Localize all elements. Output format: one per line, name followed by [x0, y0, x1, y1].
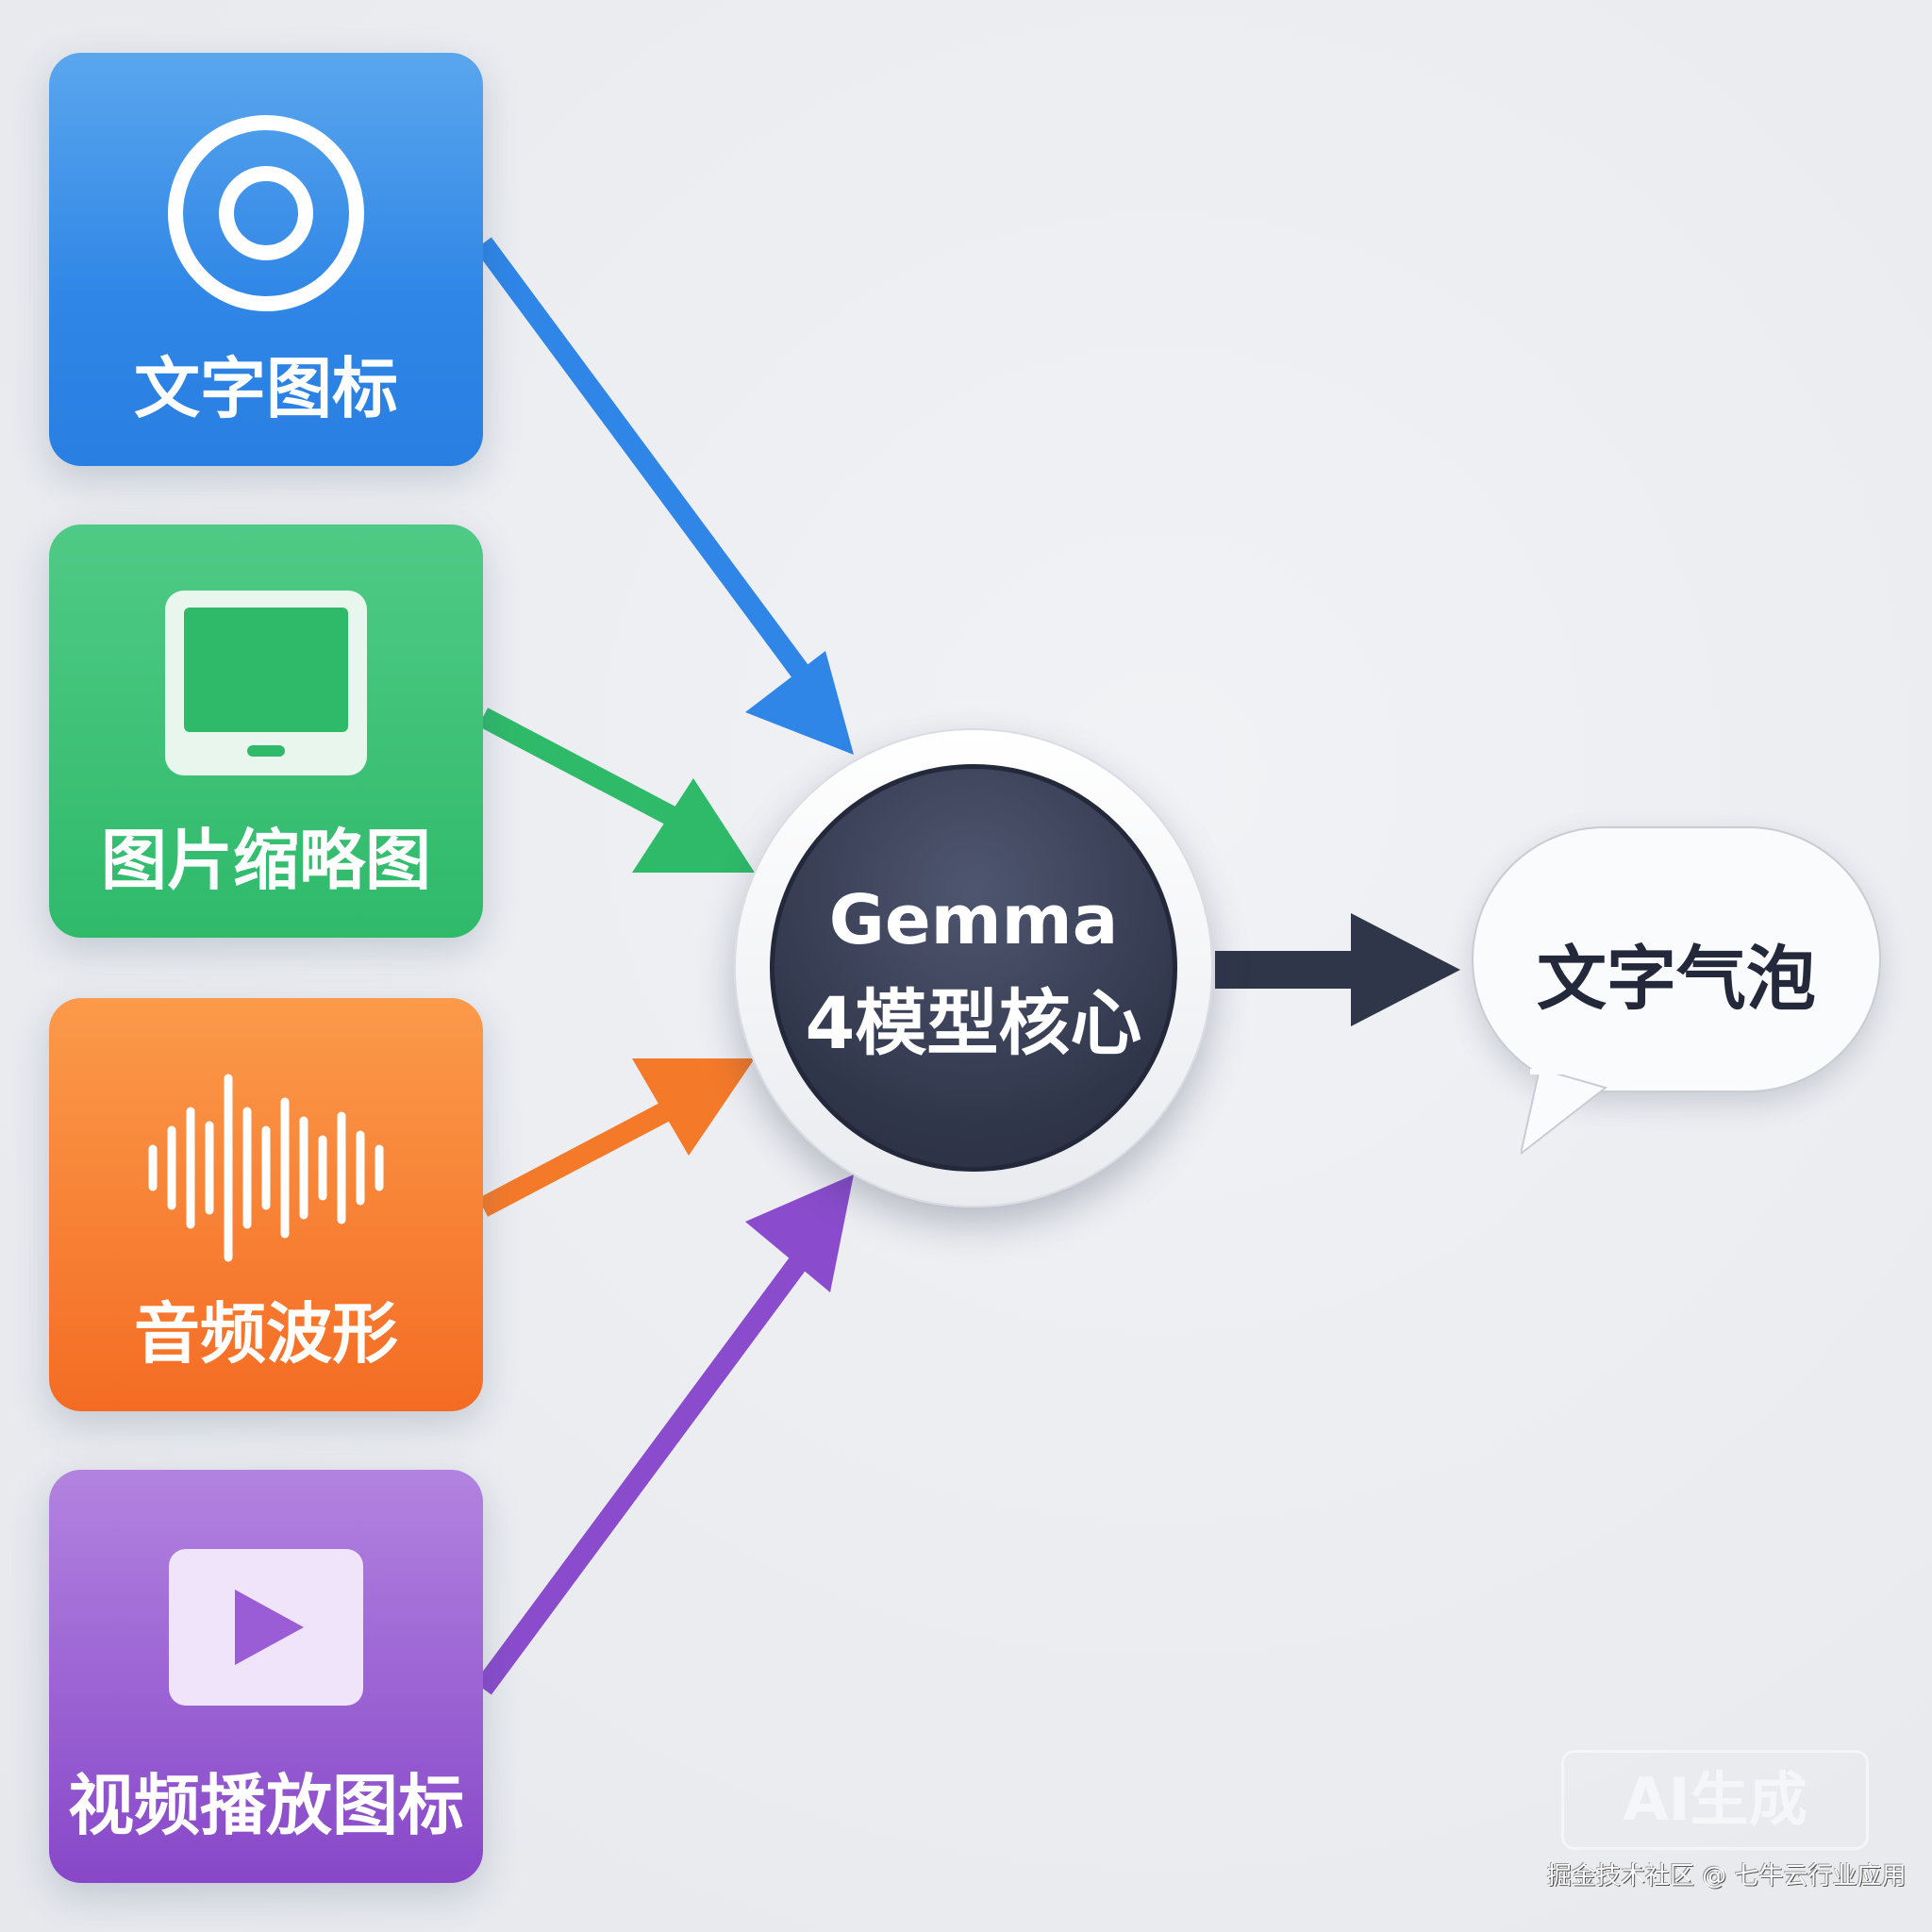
input-card-audio: 音频波形 — [49, 998, 483, 1411]
input-card-image: 图片缩略图 — [49, 525, 483, 938]
input-label: 文字图标 — [134, 350, 398, 427]
arrow-image-to-core — [477, 708, 755, 873]
arrow-text-to-core — [475, 237, 854, 755]
output-speech-bubble: 文字气泡 — [1472, 826, 1881, 1156]
gemma-core-node: Gemma 4模型核心 — [734, 728, 1213, 1208]
arrow-video-to-core — [475, 1174, 854, 1695]
source-credit: 掘金技术社区 @ 七牛云行业应用 — [1547, 1862, 1907, 1890]
input-label: 视频播放图标 — [68, 1767, 464, 1844]
input-card-text: 文字图标 — [49, 53, 483, 466]
watermark-label: AI生成 — [1623, 1765, 1807, 1834]
tablet-screen-icon — [165, 591, 367, 775]
audio-waveform-icon — [148, 1074, 384, 1262]
arrow-audio-to-core — [477, 1058, 755, 1217]
ai-generated-watermark: AI生成 — [1561, 1750, 1869, 1850]
core-disc: Gemma 4模型核心 — [770, 764, 1177, 1172]
target-circle-icon — [168, 115, 364, 311]
output-label: 文字气泡 — [1537, 939, 1816, 1020]
core-subtitle: 4模型核心 — [805, 981, 1142, 1065]
video-play-icon — [169, 1549, 363, 1706]
arrow-core-to-output — [1215, 913, 1460, 1026]
input-card-video: 视频播放图标 — [49, 1470, 483, 1883]
input-label: 图片缩略图 — [101, 822, 431, 899]
core-title: Gemma — [828, 880, 1119, 959]
bubble-tail — [1521, 1069, 1615, 1156]
input-label: 音频波形 — [134, 1295, 398, 1373]
